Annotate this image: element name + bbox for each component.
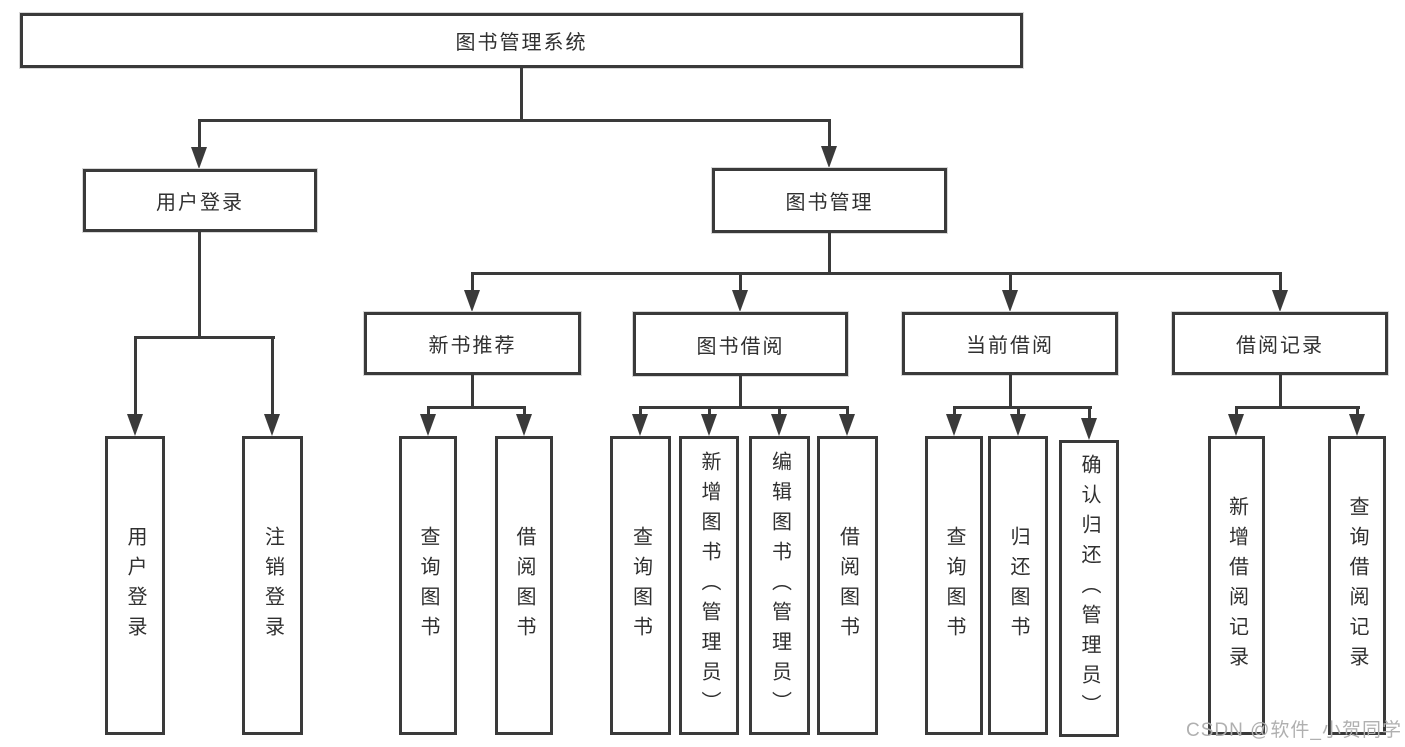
connector-drop-records-query bbox=[1356, 406, 1359, 418]
arrow-down-icon bbox=[1010, 414, 1026, 436]
connector-drop-borrow-borrow bbox=[846, 406, 849, 418]
node-query-borrow-record: 查询借阅记录 bbox=[1328, 436, 1386, 735]
connector-userlogin-stem bbox=[198, 230, 201, 337]
connector-drop-current-query bbox=[953, 406, 956, 418]
leaf-label: 借阅图书 bbox=[836, 525, 859, 646]
leaf-label: 借阅图书 bbox=[513, 525, 535, 646]
node-return-books: 归还图书 bbox=[988, 436, 1048, 735]
connector-drop-records-add bbox=[1235, 406, 1238, 418]
csdn-watermark: CSDN @软件_小贺同学 bbox=[1186, 720, 1402, 741]
connector-drop-user-login bbox=[198, 119, 201, 151]
node-book-borrow: 图书借阅 bbox=[633, 312, 848, 376]
connector-records-stem bbox=[1279, 374, 1282, 407]
leaf-label: 新增借阅记录 bbox=[1225, 495, 1248, 676]
leaf-label: 查询借阅记录 bbox=[1346, 495, 1368, 676]
connector-drop-newbook-query bbox=[427, 406, 430, 418]
leaf-label: 查询图书 bbox=[629, 525, 652, 646]
node-add-borrow-record: 新增借阅记录 bbox=[1208, 436, 1265, 735]
connector-drop-logout-leaf bbox=[271, 336, 274, 416]
arrow-down-icon bbox=[701, 414, 717, 436]
node-confirm-return-admin: 确认归还（管理员） bbox=[1059, 440, 1119, 737]
node-query-books-borrow: 查询图书 bbox=[610, 436, 671, 735]
connector-drop-borrow-query bbox=[639, 406, 642, 418]
arrow-down-icon bbox=[632, 414, 648, 436]
leaf-label: 确认归还（管理员） bbox=[1078, 453, 1100, 724]
connector-drop-records bbox=[1279, 272, 1282, 294]
connector-drop-borrow bbox=[739, 272, 742, 294]
arrow-down-icon bbox=[191, 147, 207, 169]
arrow-down-icon bbox=[732, 290, 748, 312]
node-user-login-leaf: 用户登录 bbox=[105, 436, 165, 735]
node-borrow-records: 借阅记录 bbox=[1172, 312, 1388, 375]
arrow-down-icon bbox=[1228, 414, 1244, 436]
connector-root-rail bbox=[198, 119, 831, 122]
connector-drop-current bbox=[1009, 272, 1012, 294]
arrow-down-icon bbox=[1349, 414, 1365, 436]
connector-drop-login-leaf bbox=[134, 336, 137, 416]
leaf-label: 注销登录 bbox=[261, 525, 284, 646]
arrow-down-icon bbox=[946, 414, 962, 436]
leaf-label: 查询图书 bbox=[417, 525, 439, 646]
connector-root-stem bbox=[520, 66, 523, 120]
node-borrow-books-newbook: 借阅图书 bbox=[495, 436, 553, 735]
arrow-down-icon bbox=[464, 290, 480, 312]
arrow-down-icon bbox=[516, 414, 532, 436]
node-new-book-recommend: 新书推荐 bbox=[364, 312, 581, 375]
connector-drop-current-return bbox=[1017, 406, 1020, 418]
connector-newbook-stem bbox=[471, 374, 474, 407]
connector-records-rail bbox=[1235, 406, 1360, 409]
connector-borrow-stem bbox=[739, 375, 742, 407]
connector-borrow-rail bbox=[639, 406, 849, 409]
arrow-down-icon bbox=[127, 414, 143, 436]
connector-drop-current-confirm bbox=[1088, 406, 1091, 422]
node-edit-books-admin: 编辑图书（管理员） bbox=[749, 436, 810, 735]
node-library-system: 图书管理系统 bbox=[20, 13, 1023, 68]
arrow-down-icon bbox=[1002, 290, 1018, 312]
leaf-label: 用户登录 bbox=[124, 525, 146, 646]
connector-current-rail bbox=[953, 406, 1092, 409]
arrow-down-icon bbox=[839, 414, 855, 436]
connector-drop-newbook-borrow bbox=[523, 406, 526, 418]
node-user-login-branch: 用户登录 bbox=[83, 169, 317, 232]
connector-newbook-rail bbox=[427, 406, 526, 409]
leaf-label: 归还图书 bbox=[1007, 525, 1029, 646]
leaf-label: 查询图书 bbox=[943, 525, 965, 646]
arrow-down-icon bbox=[821, 146, 837, 168]
connector-current-stem bbox=[1009, 374, 1012, 407]
arrow-down-icon bbox=[771, 414, 787, 436]
arrow-down-icon bbox=[1081, 418, 1097, 440]
connector-drop-book-mgmt bbox=[828, 119, 831, 149]
connector-bookmgmt-stem bbox=[828, 231, 831, 273]
connector-drop-borrow-add bbox=[708, 406, 711, 418]
node-book-management: 图书管理 bbox=[712, 168, 947, 233]
connector-drop-borrow-edit bbox=[778, 406, 781, 418]
leaf-label: 新增图书（管理员） bbox=[698, 450, 720, 721]
connector-bookmgmt-rail bbox=[471, 272, 1281, 275]
arrow-down-icon bbox=[264, 414, 280, 436]
arrow-down-icon bbox=[420, 414, 436, 436]
connector-drop-newbook bbox=[471, 272, 474, 294]
node-query-books-newbook: 查询图书 bbox=[399, 436, 457, 735]
node-logout-leaf: 注销登录 bbox=[242, 436, 303, 735]
node-add-books-admin: 新增图书（管理员） bbox=[679, 436, 739, 735]
node-borrow-books-borrow: 借阅图书 bbox=[817, 436, 878, 735]
arrow-down-icon bbox=[1272, 290, 1288, 312]
leaf-label: 编辑图书（管理员） bbox=[768, 450, 791, 721]
node-query-books-current: 查询图书 bbox=[925, 436, 983, 735]
node-current-borrow: 当前借阅 bbox=[902, 312, 1118, 375]
connector-userlogin-rail bbox=[134, 336, 275, 339]
